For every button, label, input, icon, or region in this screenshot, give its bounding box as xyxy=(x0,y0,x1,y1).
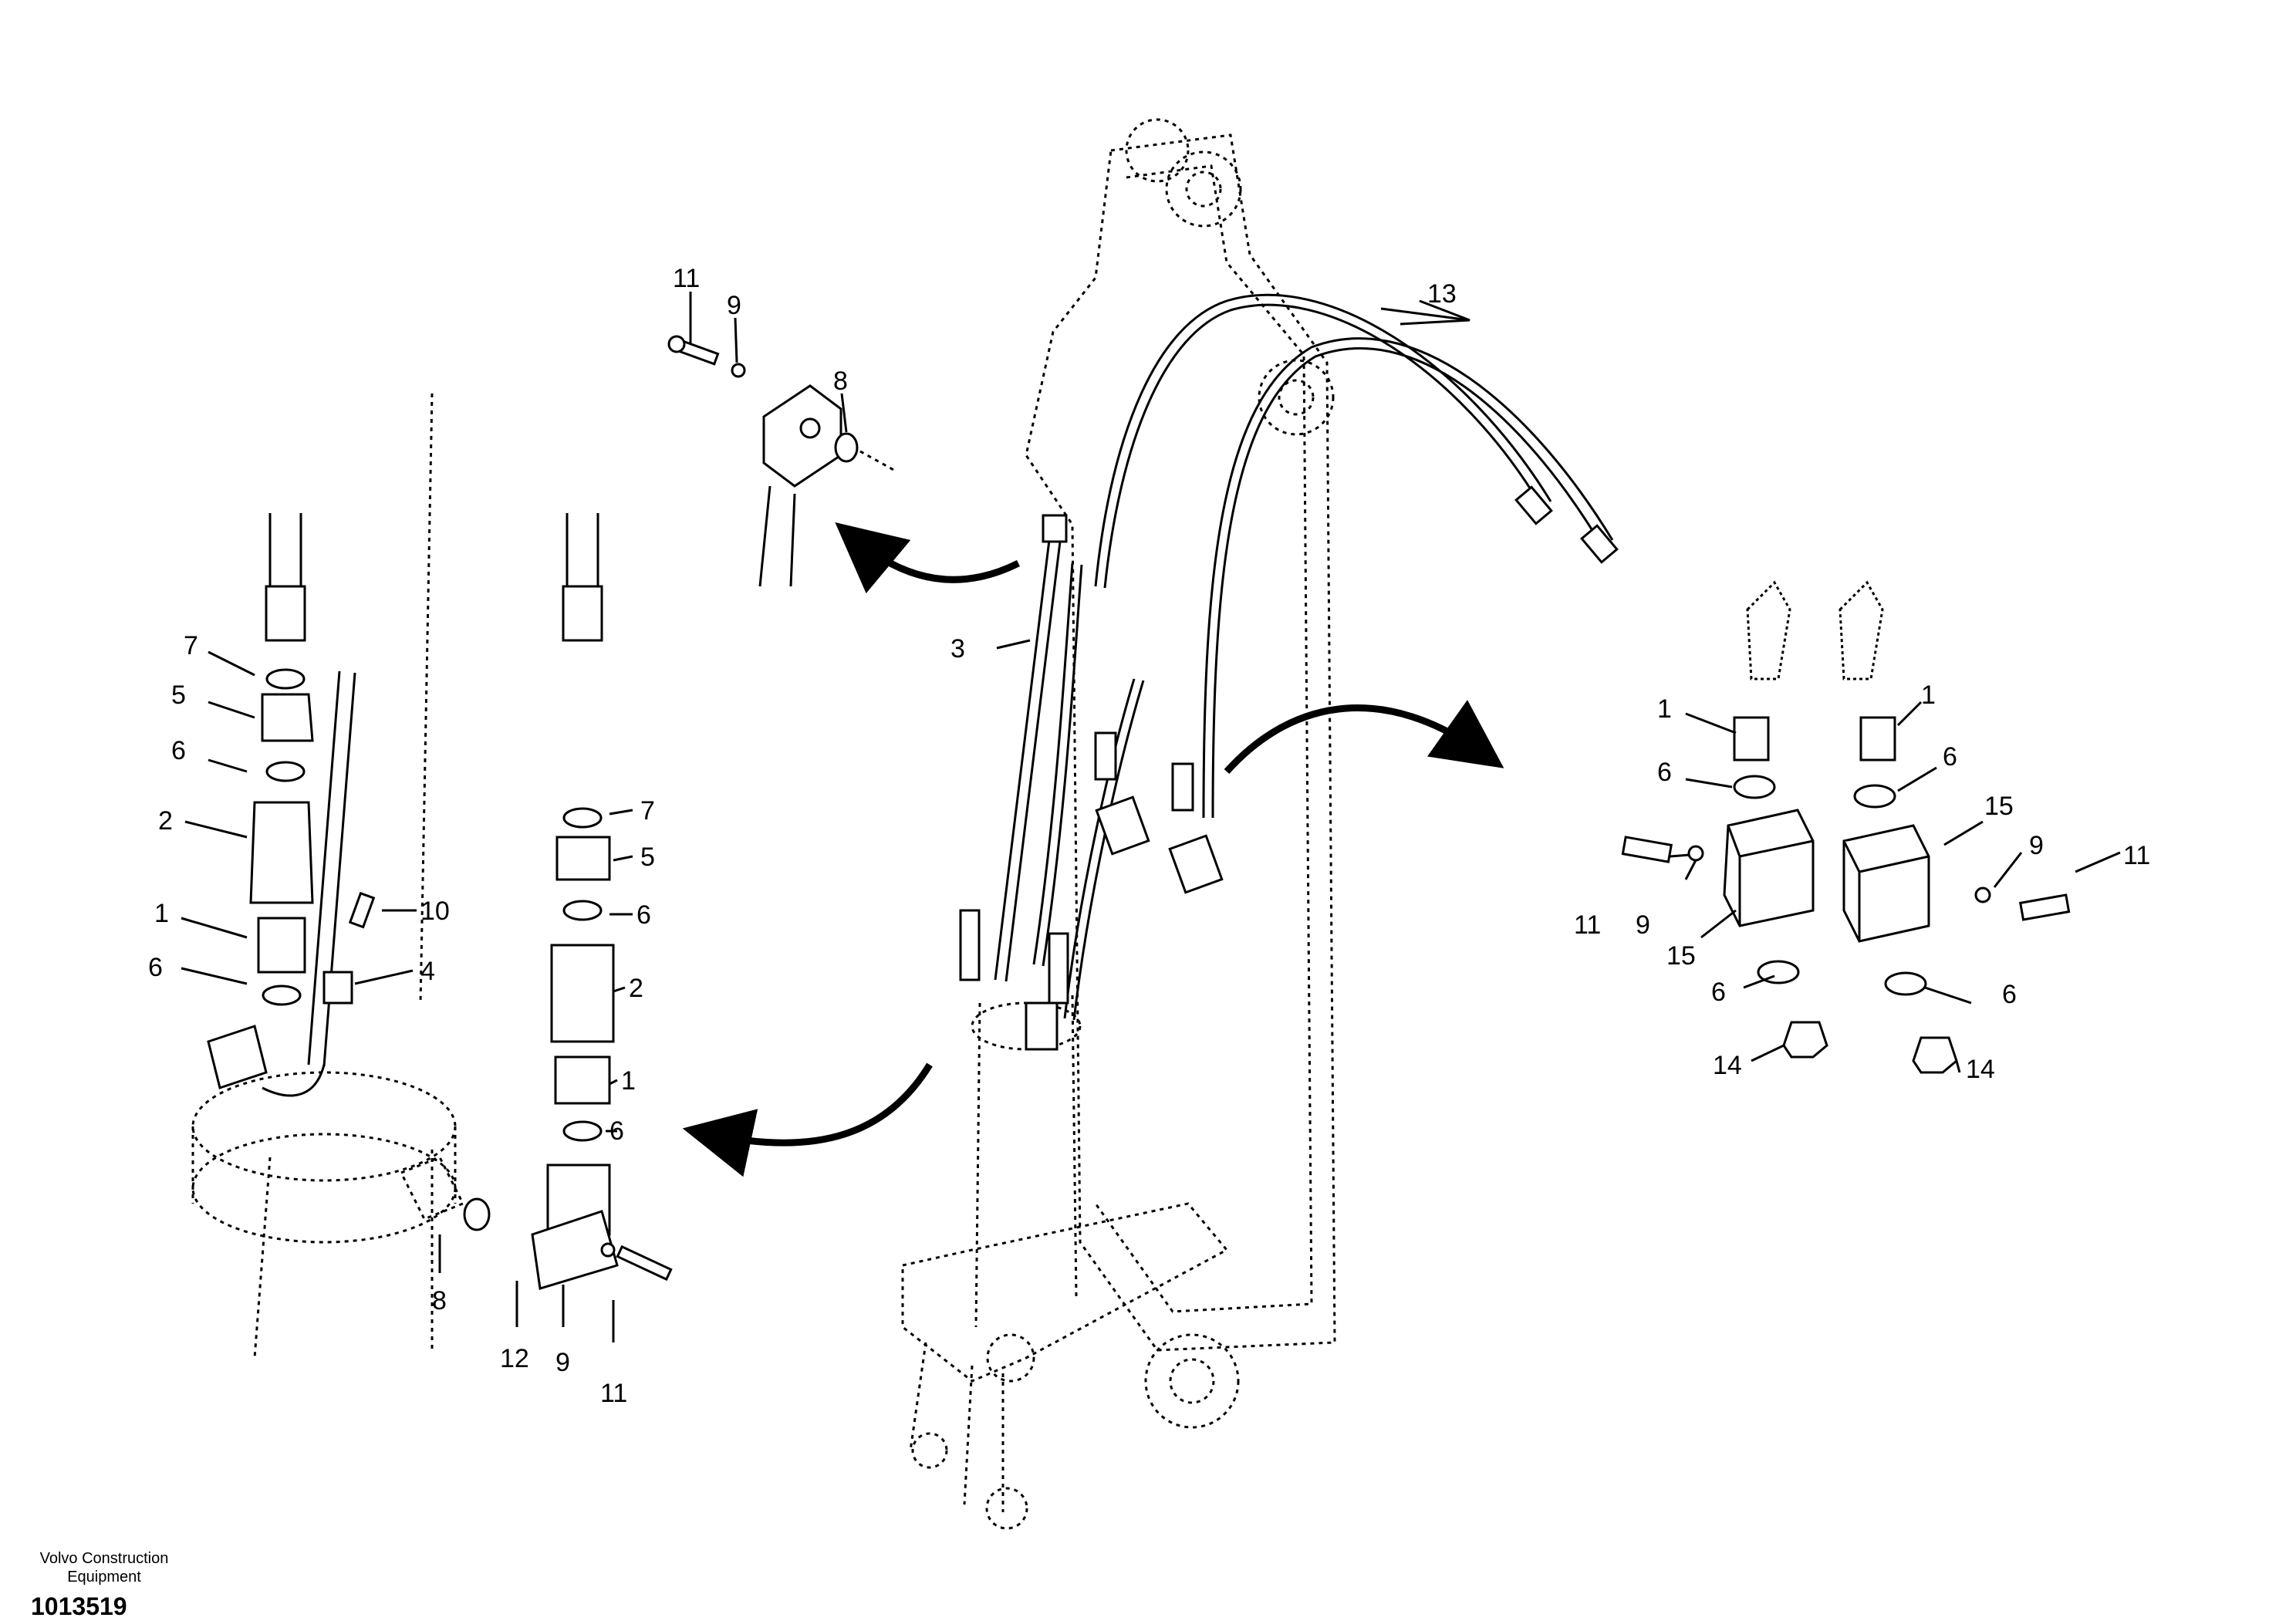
callout-2-mid: 2 xyxy=(629,974,643,1003)
callout-8-bottom: 8 xyxy=(432,1286,447,1315)
top-detail-block xyxy=(667,335,896,587)
company-name: Volvo Construction Equipment xyxy=(15,1549,193,1586)
callout-9-top: 9 xyxy=(727,291,741,320)
callout-12: 12 xyxy=(500,1344,529,1373)
callout-11-right-b: 11 xyxy=(2123,841,2150,870)
callout-9-bottom: 9 xyxy=(555,1348,570,1377)
callout-8-top: 8 xyxy=(833,366,848,396)
callout-9-right-a: 9 xyxy=(1636,910,1650,940)
left-cylinder xyxy=(191,393,457,1359)
callout-13: 13 xyxy=(1427,279,1457,309)
callout-6-mid-a: 6 xyxy=(636,900,651,930)
callout-6-mid-b: 6 xyxy=(609,1116,624,1146)
callout-7-mid: 7 xyxy=(640,796,655,826)
callout-11-bottom: 11 xyxy=(600,1379,627,1408)
callout-9-right-b: 9 xyxy=(2029,831,2044,860)
callout-15-right-a: 15 xyxy=(1666,941,1696,971)
callout-1-right-b: 1 xyxy=(1921,680,1936,710)
callout-15-right-b: 15 xyxy=(1984,792,2014,821)
callout-numbers: 11 9 8 13 3 7 5 6 2 1 6 10 4 7 5 6 2 1 6… xyxy=(148,264,2150,1408)
callout-6-right-a: 6 xyxy=(1657,758,1672,787)
callout-6-left-b: 6 xyxy=(148,953,163,982)
callout-7-left: 7 xyxy=(184,631,198,660)
pipe-3 xyxy=(994,514,1068,982)
callout-5-mid: 5 xyxy=(640,843,655,872)
callout-1-left: 1 xyxy=(154,899,169,928)
callout-14-right-a: 14 xyxy=(1713,1051,1742,1080)
company-line-2: Equipment xyxy=(67,1569,141,1586)
hose-end-fittings xyxy=(959,485,1619,1051)
callout-14-right-b: 14 xyxy=(1966,1055,1995,1084)
callout-2-left: 2 xyxy=(158,806,173,836)
callout-1-right-a: 1 xyxy=(1657,694,1672,724)
callout-1-mid: 1 xyxy=(621,1066,636,1096)
callout-6-right-d: 6 xyxy=(2002,980,2017,1009)
callout-5-left: 5 xyxy=(171,680,186,710)
right-detail xyxy=(1621,580,2071,1074)
left-hose-assembly xyxy=(207,513,673,1290)
company-line-1: Volvo Construction xyxy=(39,1550,169,1567)
detail-arrows xyxy=(682,522,1504,1177)
hose-13 xyxy=(1032,293,1614,1021)
callout-6-left-a: 6 xyxy=(171,736,186,765)
callout-6-right-c: 6 xyxy=(1711,978,1726,1007)
callout-10: 10 xyxy=(420,897,450,926)
callout-11-top: 11 xyxy=(673,264,700,293)
callout-leaders xyxy=(181,292,2121,1342)
document-number: 1013519 xyxy=(31,1592,127,1620)
callout-4: 4 xyxy=(420,957,435,986)
callout-6-right-b: 6 xyxy=(1943,742,1957,772)
callout-3: 3 xyxy=(950,634,965,664)
callout-11-right-a: 11 xyxy=(1574,910,1601,940)
